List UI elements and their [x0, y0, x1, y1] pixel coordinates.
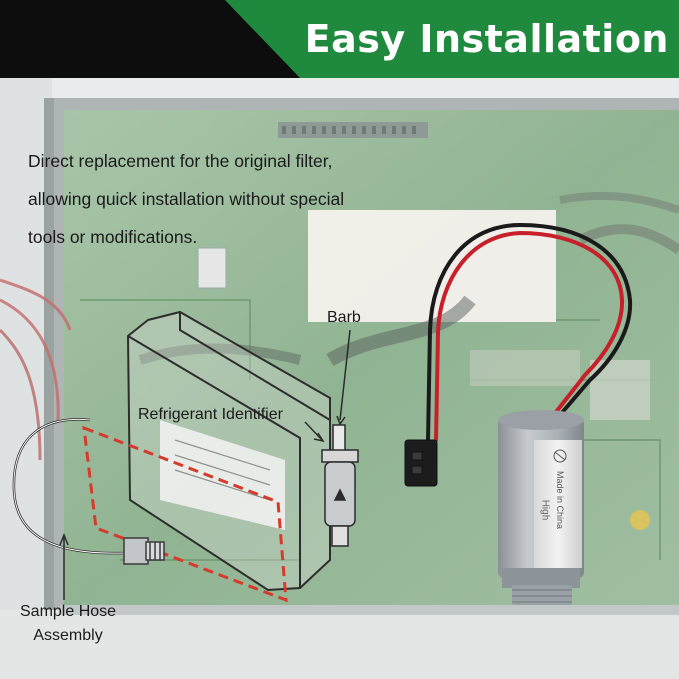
filter-label-text: Made in China [555, 471, 565, 529]
banner-title: Easy Installation [304, 17, 669, 61]
description: Direct replacement for the original filt… [28, 142, 468, 256]
sample-hose-label: Sample Hose Assembly [20, 600, 116, 648]
refrigerant-identifier-label: Refrigerant Identifier [138, 406, 283, 423]
high-text: High [539, 499, 551, 521]
barb-label: Barb [327, 309, 361, 326]
made-in-text: Made in China [555, 470, 565, 530]
filter-label-text-2: High [540, 500, 551, 521]
sample-hose-label-line: Sample Hose [20, 603, 117, 620]
description-line: Direct replacement for the original filt… [28, 151, 333, 171]
title-banner [0, 0, 679, 78]
sample-hose-label-line: Assembly [33, 627, 103, 644]
description-line: tools or modifications. [28, 227, 198, 247]
description-line: allowing quick installation without spec… [28, 189, 345, 209]
